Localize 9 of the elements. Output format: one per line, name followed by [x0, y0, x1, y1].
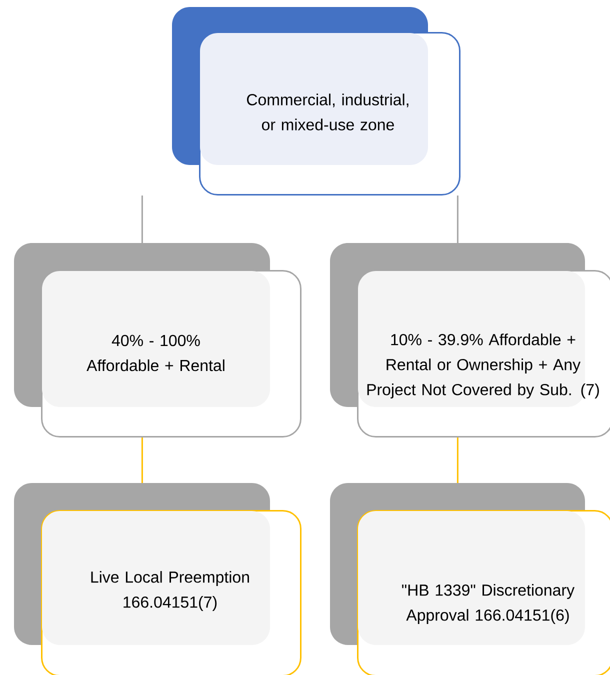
connector-line	[141, 438, 143, 483]
connector-line	[141, 196, 143, 243]
stacked-box: 10% - 39.9% Affordable + Rental or Ownership + Any Project Not Covered by Sub. (7)	[330, 243, 610, 438]
stacked-box: 40% - 100% Affordable + Rental	[14, 243, 302, 438]
connector-line	[456, 196, 458, 243]
stacked-box: Live Local Preemption 166.04151(7)	[14, 483, 302, 675]
stacked-box: "HB 1339" Discretionary Approval 166.04151(6)	[330, 483, 610, 675]
connector-line	[456, 438, 458, 483]
stacked-box: Commercial, industrial, or mixed-use zone	[172, 7, 460, 196]
